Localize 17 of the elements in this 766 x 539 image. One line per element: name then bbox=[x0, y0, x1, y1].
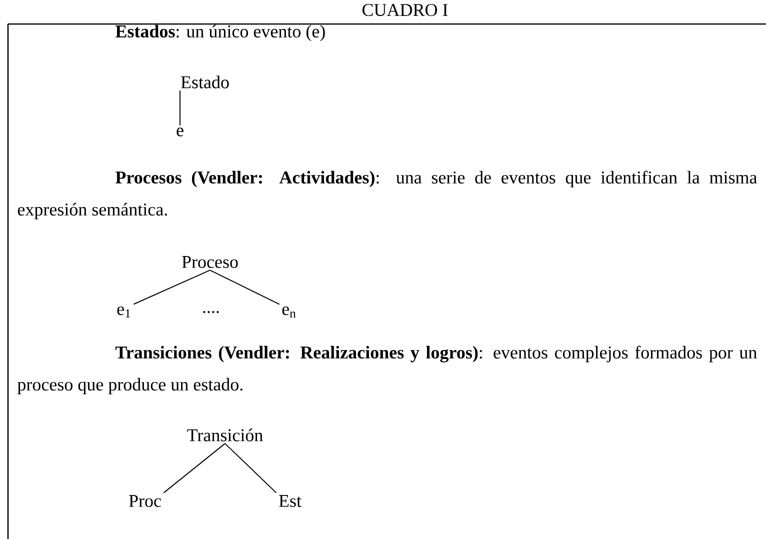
tree-label: e$_{1}$ bbox=[117, 306, 130, 318]
paragraph: Transiciones (Vendler: Realizaciones y logros): eventos complejos formados por un proceso que produce un estado. bbox=[17, 346, 757, 394]
tree-label: Est bbox=[279, 495, 302, 507]
tree-label: Estado bbox=[181, 76, 229, 88]
ellipsis: .... bbox=[203, 310, 219, 314]
tree-branch bbox=[210, 270, 280, 305]
tree-label: Proceso bbox=[182, 256, 238, 268]
tree-label: e$_{n}$ bbox=[282, 306, 296, 318]
tree-branch bbox=[224, 443, 277, 494]
tree-branch bbox=[163, 443, 226, 494]
tree-branch bbox=[133, 270, 210, 305]
tree-label: Transición bbox=[187, 428, 263, 442]
paragraph: Procesos (Vendler: Actividades): una serie de eventos que identifican la misma expresión semántica. bbox=[18, 170, 757, 220]
title: CUADRO I bbox=[362, 4, 448, 16]
paragraph: Estados: un único evento (e) bbox=[116, 24, 325, 42]
tree-label: e bbox=[176, 128, 184, 136]
tree-label: Proc bbox=[129, 495, 161, 507]
